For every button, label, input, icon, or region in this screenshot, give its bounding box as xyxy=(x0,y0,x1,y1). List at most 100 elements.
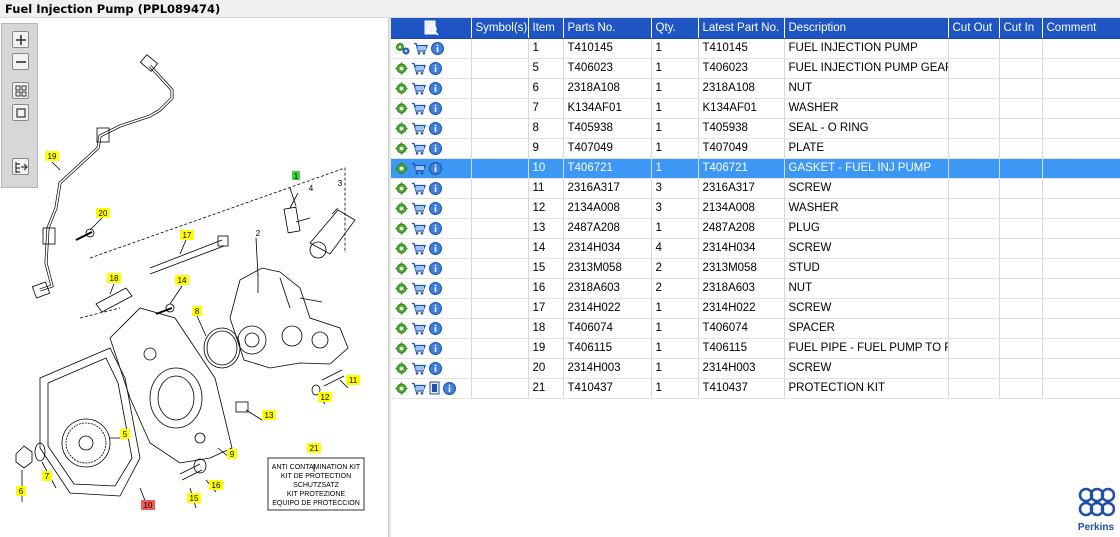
callout-4[interactable]: 4 xyxy=(309,184,314,193)
header-symbols[interactable]: Symbol(s) xyxy=(471,18,529,39)
callout-9[interactable]: 9 xyxy=(230,450,235,459)
gear-icon[interactable] xyxy=(395,362,408,375)
gear-icon[interactable] xyxy=(395,302,408,315)
gear-icon[interactable] xyxy=(395,382,408,395)
callout-3[interactable]: 3 xyxy=(338,179,343,188)
gear-icon[interactable] xyxy=(395,142,408,155)
callout-19[interactable]: 19 xyxy=(48,152,57,161)
cart-icon[interactable] xyxy=(411,82,426,95)
gear-icon[interactable] xyxy=(395,282,408,295)
callout-16[interactable]: 16 xyxy=(212,481,221,490)
header-qty[interactable]: Qty. xyxy=(651,18,699,39)
callout-11[interactable]: 11 xyxy=(349,376,358,385)
info-icon[interactable] xyxy=(429,321,442,335)
cart-icon[interactable] xyxy=(411,322,426,335)
info-icon[interactable] xyxy=(429,221,442,235)
header-icons[interactable] xyxy=(391,18,472,39)
cart-icon[interactable] xyxy=(411,162,426,175)
header-cut-in[interactable]: Cut In xyxy=(999,18,1043,39)
info-icon[interactable] xyxy=(429,341,442,355)
zoom-out-button[interactable] xyxy=(12,53,29,70)
info-icon[interactable] xyxy=(429,201,442,215)
gear-icon[interactable] xyxy=(395,202,408,215)
zoom-in-button[interactable] xyxy=(12,31,29,48)
callout-21[interactable]: 21 xyxy=(310,444,319,453)
gear-icon[interactable] xyxy=(395,342,408,355)
info-icon[interactable] xyxy=(429,281,442,295)
callout-10[interactable]: 10 xyxy=(144,501,153,510)
header-item[interactable]: Item xyxy=(528,18,564,39)
cart-icon[interactable] xyxy=(411,142,426,155)
info-icon[interactable] xyxy=(429,161,442,175)
pane-splitter[interactable] xyxy=(388,18,391,537)
header-comment[interactable]: Comment xyxy=(1042,18,1120,39)
cart-icon[interactable] xyxy=(411,62,426,75)
info-icon[interactable] xyxy=(429,181,442,195)
exploded-diagram[interactable]: 19 20 17 18 14 8 1 2 3 4 5 9 13 11 12 21… xyxy=(0,18,388,537)
callout-13[interactable]: 13 xyxy=(265,411,274,420)
cart-icon[interactable] xyxy=(413,42,428,55)
header-parts-no[interactable]: Parts No. xyxy=(563,18,652,39)
fit-all-button[interactable] xyxy=(12,82,29,99)
info-icon[interactable] xyxy=(429,261,442,275)
cart-icon[interactable] xyxy=(411,262,426,275)
callout-18[interactable]: 18 xyxy=(110,274,119,283)
info-icon[interactable] xyxy=(429,101,442,115)
callout-20[interactable]: 20 xyxy=(99,209,108,218)
gear-icon[interactable] xyxy=(395,102,408,115)
cart-icon[interactable] xyxy=(411,342,426,355)
callout-2[interactable]: 2 xyxy=(256,229,261,238)
callout-6[interactable]: 6 xyxy=(19,487,24,496)
gears-icon[interactable] xyxy=(395,42,410,55)
cart-icon[interactable] xyxy=(411,382,426,395)
callout-12[interactable]: 12 xyxy=(321,393,330,402)
gear-icon[interactable] xyxy=(395,242,408,255)
callout-15[interactable]: 15 xyxy=(190,494,199,503)
gear-icon[interactable] xyxy=(395,182,408,195)
cart-icon[interactable] xyxy=(411,362,426,375)
callout-7[interactable]: 7 xyxy=(45,472,50,481)
gear-icon[interactable] xyxy=(395,82,408,95)
cart-icon[interactable] xyxy=(411,242,426,255)
gear-icon[interactable] xyxy=(395,122,408,135)
gear-icon[interactable] xyxy=(395,262,408,275)
callout-17[interactable]: 17 xyxy=(183,231,192,240)
cart-icon[interactable] xyxy=(411,302,426,315)
gear-icon[interactable] xyxy=(395,62,408,75)
header-cut-out[interactable]: Cut Out xyxy=(948,18,1000,39)
info-icon[interactable] xyxy=(429,121,442,135)
callout-8[interactable]: 8 xyxy=(195,307,200,316)
cart-icon[interactable] xyxy=(411,102,426,115)
export-button[interactable] xyxy=(12,158,29,175)
cart-icon[interactable] xyxy=(411,182,426,195)
gear-icon[interactable] xyxy=(395,162,408,175)
info-icon[interactable] xyxy=(431,41,444,55)
info-icon[interactable] xyxy=(429,61,442,75)
header-latest-part-no[interactable]: Latest Part No. xyxy=(698,18,785,39)
actual-size-button[interactable] xyxy=(12,104,29,121)
info-icon[interactable] xyxy=(429,241,442,255)
info-icon[interactable] xyxy=(429,361,442,375)
cart-icon[interactable] xyxy=(411,202,426,215)
document-icon[interactable] xyxy=(429,381,440,395)
info-icon[interactable] xyxy=(443,381,456,395)
header-description[interactable]: Description xyxy=(784,18,949,39)
callout-1[interactable]: 1 xyxy=(294,172,299,181)
callout-14[interactable]: 14 xyxy=(178,276,187,285)
cart-icon[interactable] xyxy=(411,122,426,135)
